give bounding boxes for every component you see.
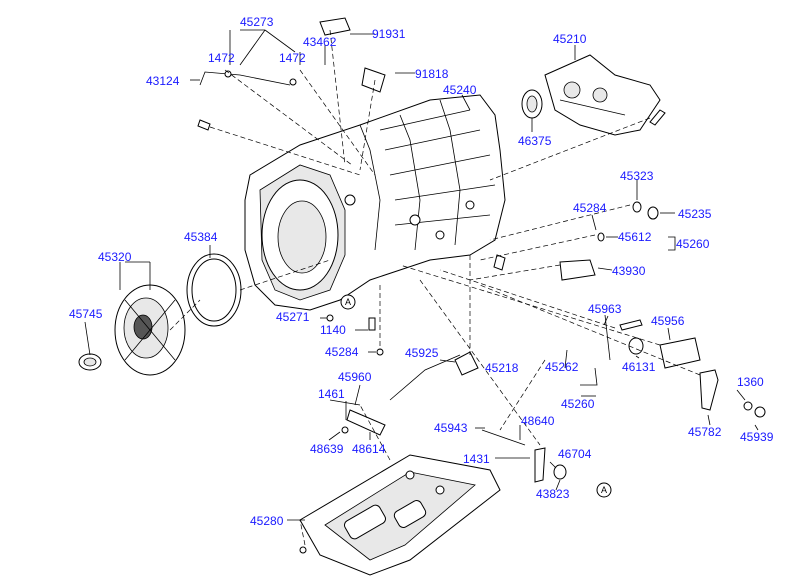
label-46131: 46131 bbox=[622, 360, 656, 374]
label-45745: 45745 bbox=[69, 307, 103, 321]
label-45963: 45963 bbox=[588, 302, 622, 316]
label-45210: 45210 bbox=[553, 32, 587, 46]
label-45280: 45280 bbox=[250, 514, 284, 528]
label-1431: 1431 bbox=[463, 452, 490, 466]
label-45943: 45943 bbox=[434, 421, 468, 435]
oil-pan bbox=[299, 454, 501, 576]
label-48614: 48614 bbox=[352, 442, 386, 456]
label-43462: 43462 bbox=[303, 35, 337, 49]
label-45782: 45782 bbox=[688, 425, 722, 439]
label-48640: 48640 bbox=[521, 414, 555, 428]
label-45262: 45262 bbox=[545, 360, 579, 374]
label-45260-a: 45260 bbox=[676, 237, 710, 251]
label-43823: 43823 bbox=[536, 487, 570, 501]
label-1360: 1360 bbox=[737, 375, 764, 389]
small-parts bbox=[197, 17, 766, 554]
oil-pump-assembly bbox=[114, 284, 186, 376]
callout-a-lower-text: A bbox=[601, 485, 607, 495]
label-45218: 45218 bbox=[485, 361, 519, 375]
part-labels: 45273 1472 1472 43462 91931 43124 91818 … bbox=[69, 15, 774, 528]
label-46704: 46704 bbox=[558, 447, 592, 461]
label-91931: 91931 bbox=[372, 27, 406, 41]
label-1140: 1140 bbox=[320, 323, 346, 337]
label-45925: 45925 bbox=[405, 346, 439, 360]
label-45240: 45240 bbox=[443, 83, 477, 97]
oil-seal-46375 bbox=[521, 89, 543, 119]
label-1472-b: 1472 bbox=[279, 51, 306, 65]
label-45284-b: 45284 bbox=[325, 345, 359, 359]
leader-lines bbox=[84, 29, 759, 521]
label-1472-a: 1472 bbox=[208, 51, 235, 65]
label-43124: 43124 bbox=[146, 74, 180, 88]
label-45273: 45273 bbox=[240, 15, 274, 29]
transmission-case bbox=[244, 94, 506, 311]
seal-45745 bbox=[78, 353, 102, 371]
label-45612: 45612 bbox=[618, 230, 652, 244]
label-46375: 46375 bbox=[518, 134, 552, 148]
label-45235: 45235 bbox=[678, 207, 712, 221]
label-45939: 45939 bbox=[740, 430, 774, 444]
breather-hose bbox=[199, 70, 297, 86]
label-45260-b: 45260 bbox=[561, 397, 595, 411]
label-45956: 45956 bbox=[651, 314, 685, 328]
label-48639: 48639 bbox=[310, 442, 344, 456]
label-45960: 45960 bbox=[338, 370, 372, 384]
label-45271: 45271 bbox=[276, 310, 310, 324]
label-45384: 45384 bbox=[184, 230, 218, 244]
callout-a-upper-text: A bbox=[345, 297, 351, 307]
gasket-ring-45384 bbox=[186, 253, 242, 327]
alignment-lines bbox=[169, 29, 701, 546]
callout-a-upper: A bbox=[340, 294, 356, 310]
label-45323: 45323 bbox=[620, 169, 654, 183]
callout-a-lower: A bbox=[596, 482, 612, 498]
label-1461: 1461 bbox=[318, 387, 345, 401]
label-91818: 91818 bbox=[415, 67, 449, 81]
rear-mount-bracket bbox=[544, 54, 661, 136]
label-45320: 45320 bbox=[98, 250, 132, 264]
label-45284-a: 45284 bbox=[573, 201, 607, 215]
label-43930: 43930 bbox=[612, 264, 646, 278]
